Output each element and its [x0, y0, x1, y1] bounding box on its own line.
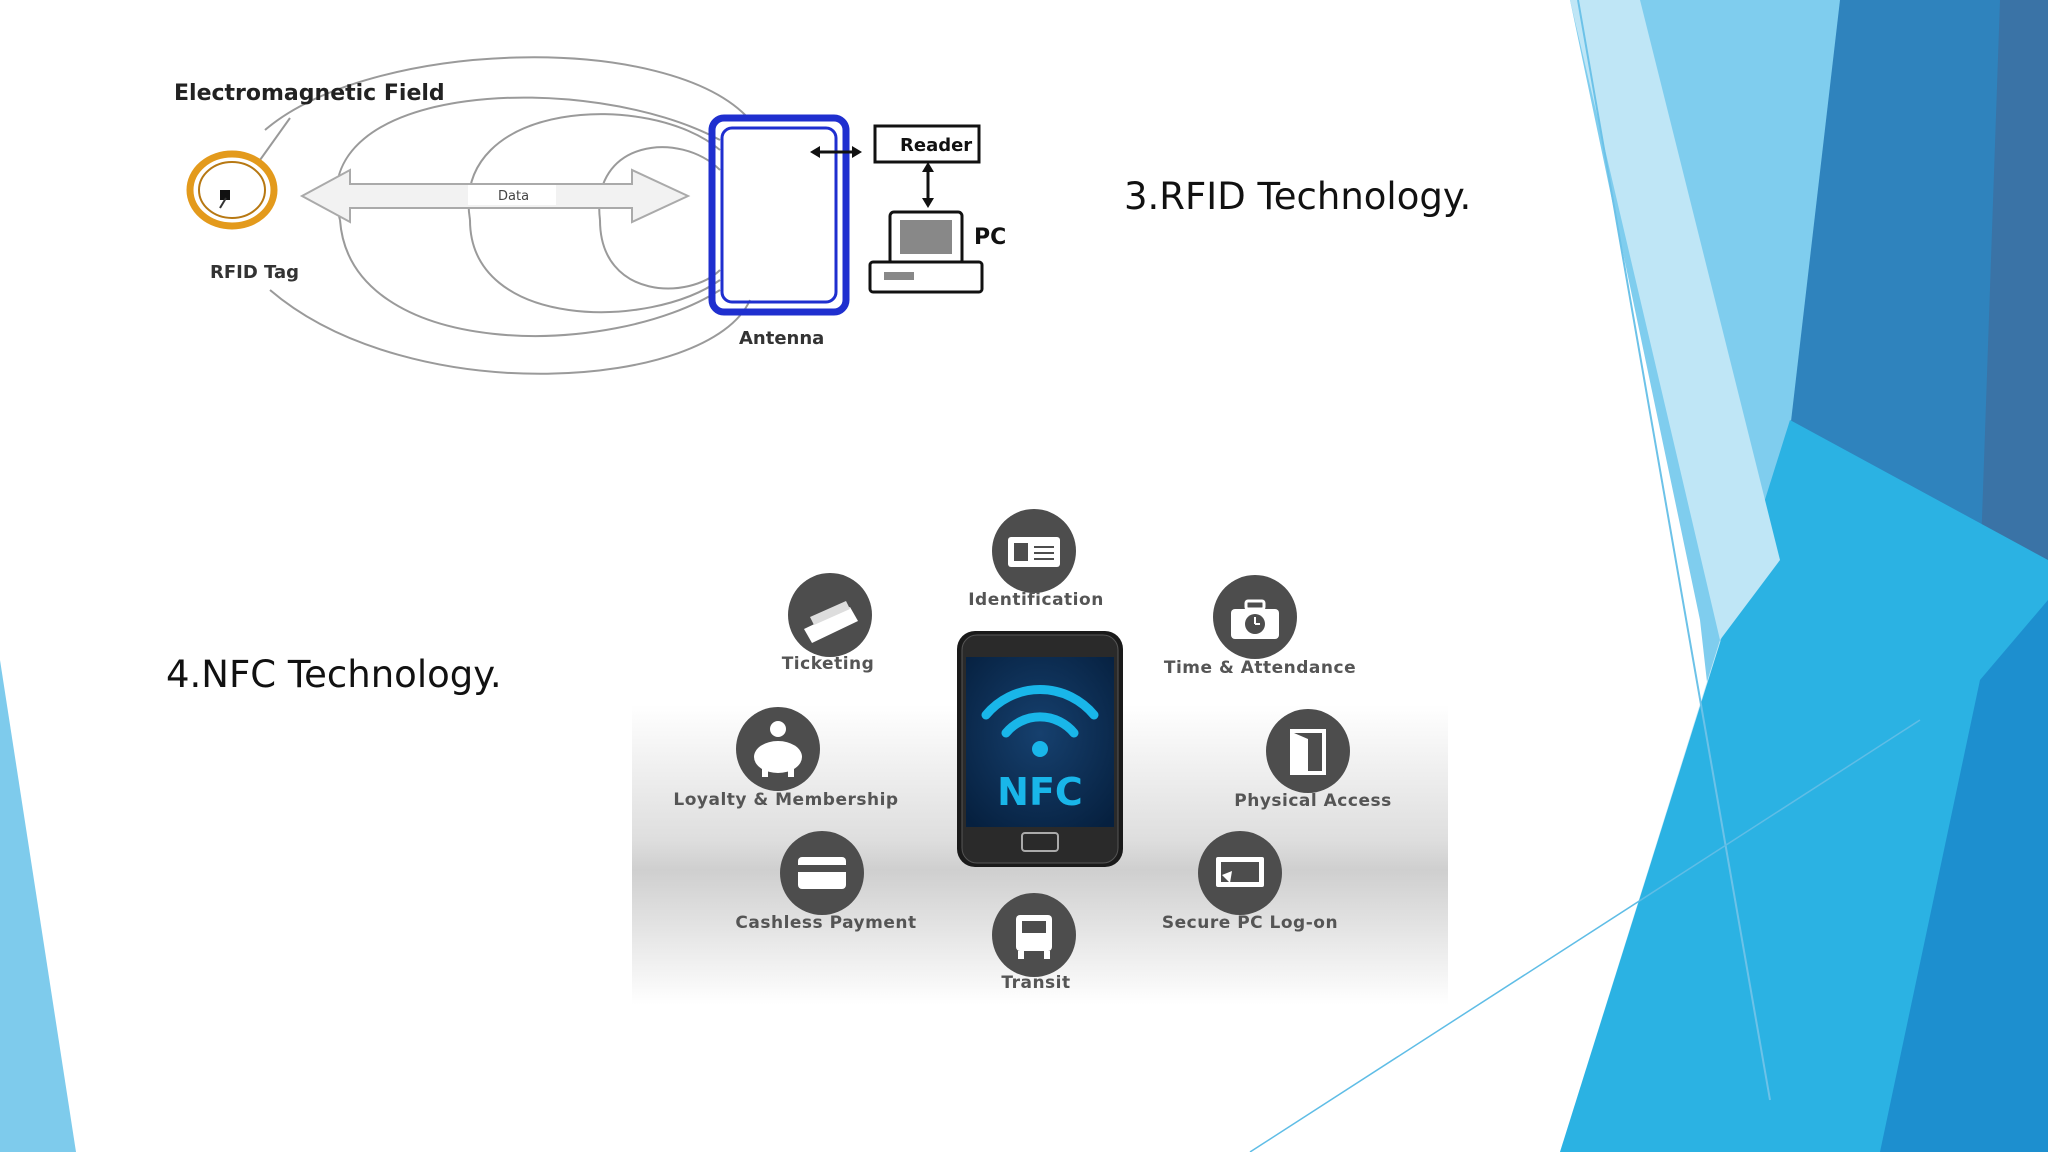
cashless-payment-label: Cashless Payment — [735, 913, 916, 933]
loyalty-membership-label: Loyalty & Membership — [673, 790, 898, 810]
secure-pc-logon-label: Secure PC Log-on — [1162, 913, 1338, 933]
pc-label: PC — [974, 225, 1006, 250]
rfid-tag-icon — [186, 150, 278, 230]
electromagnetic-field-lines — [264, 56, 751, 375]
rfid-tag-label: RFID Tag — [210, 262, 299, 283]
physical-access-icon — [1266, 709, 1350, 793]
reader-box — [873, 124, 981, 164]
data-arrow — [299, 168, 691, 224]
time-attendance-label: Time & Attendance — [1164, 658, 1356, 678]
cashless-payment-icon — [780, 831, 864, 915]
ticketing-icon — [788, 573, 872, 657]
time-attendance-icon — [1213, 575, 1297, 659]
physical-access-label: Physical Access — [1234, 791, 1391, 811]
rfid-technology-title: 3.RFID Technology. — [1124, 175, 1472, 218]
electromagnetic-field-label: Electromagnetic Field — [174, 81, 445, 106]
nfc-phone-label: NFC — [997, 770, 1083, 814]
antenna-icon — [708, 114, 850, 316]
ticketing-label: Ticketing — [782, 654, 875, 674]
rfid-diagram: Electromagnetic Field RFID Tag Data Ante… — [174, 56, 1006, 375]
transit-label: Transit — [1001, 973, 1070, 993]
antenna-label: Antenna — [739, 328, 824, 349]
data-label: Data — [498, 189, 529, 204]
nfc-diagram: NFC Identification Ticketing Time & Atte… — [632, 509, 1448, 1005]
nfc-technology-title: 4.NFC Technology. — [166, 653, 502, 696]
loyalty-membership-icon — [736, 707, 820, 791]
pc-icon — [868, 210, 984, 294]
reader-label: Reader — [900, 135, 972, 156]
secure-pc-logon-icon — [1198, 831, 1282, 915]
transit-icon — [992, 893, 1076, 977]
identification-label: Identification — [968, 590, 1104, 610]
identification-icon — [992, 509, 1076, 593]
nfc-phone-icon — [957, 631, 1123, 867]
